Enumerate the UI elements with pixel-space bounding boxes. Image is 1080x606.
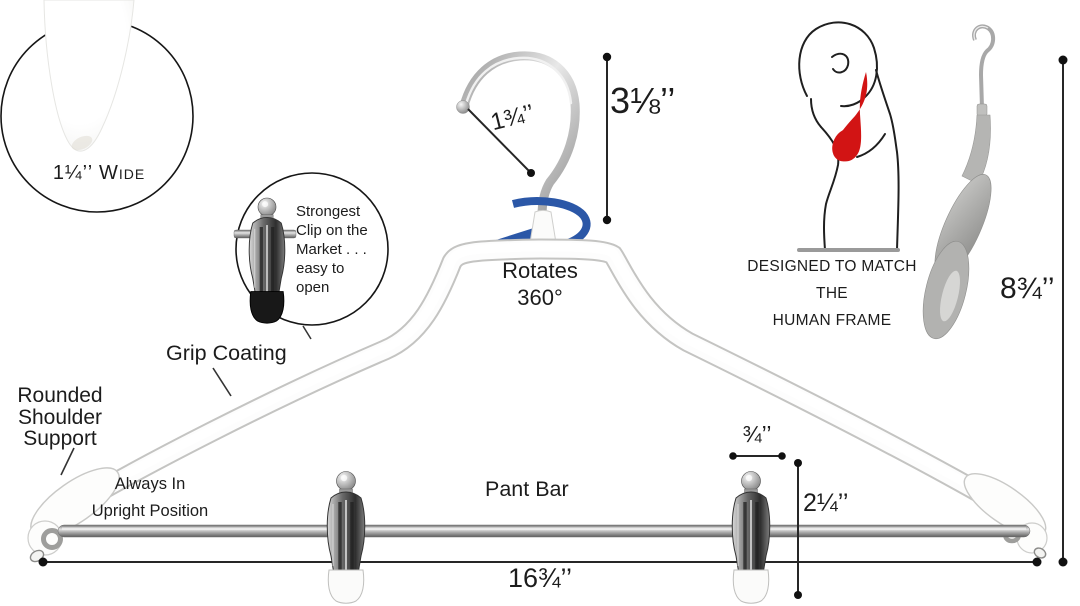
clip-black-tip bbox=[249, 291, 285, 324]
side-view-hanger bbox=[922, 24, 996, 340]
rounded-shoulder-line: Shoulder bbox=[17, 405, 103, 429]
shoulder-width-label: 1¼’’ Wide bbox=[52, 162, 146, 184]
clip-height-measure-line bbox=[794, 459, 802, 599]
hook-tip-ball bbox=[456, 100, 470, 114]
rotates-line: Rotates bbox=[502, 258, 578, 283]
clip-inset-pointer-line bbox=[302, 325, 312, 340]
clip-note-line: easy to bbox=[296, 260, 345, 277]
clip-note-line: Strongest bbox=[296, 203, 361, 220]
human-frame-line: DESIGNED TO MATCH bbox=[747, 258, 917, 275]
human-frame-line: HUMAN FRAME bbox=[772, 312, 892, 329]
shoulder-support-pointer-line bbox=[60, 447, 75, 476]
rotates-line: 360° bbox=[517, 285, 563, 310]
grip-coating-label: Grip Coating bbox=[166, 341, 287, 365]
bar-width-measure-line bbox=[38, 557, 1042, 567]
human-frame-label: DESIGNED TO MATCH THE HUMAN FRAME bbox=[737, 253, 927, 334]
hanger-hook bbox=[456, 51, 580, 221]
rounded-shoulder-line: Support bbox=[23, 427, 97, 450]
right-shoulder-tip bbox=[963, 473, 1048, 559]
left-pant-clip bbox=[325, 469, 367, 604]
human-frame-line: THE bbox=[816, 285, 848, 302]
pant-bar bbox=[57, 524, 1031, 538]
pressure-zone-red-shape bbox=[832, 72, 868, 162]
hanger-height-measure-line bbox=[1058, 55, 1068, 567]
clip-inset bbox=[233, 172, 389, 340]
upright-position-label: Always In Upright Position bbox=[80, 471, 220, 525]
clip-note-line: Market . . . bbox=[296, 241, 367, 258]
grip-coating-pointer-line bbox=[212, 367, 232, 397]
rounded-shoulder-line: Rounded bbox=[17, 384, 103, 407]
rounded-shoulder-label: Rounded Shoulder Support bbox=[2, 385, 118, 450]
human-frame-figure bbox=[797, 21, 900, 252]
bar-width-measurement: 16¾’’ bbox=[507, 563, 573, 593]
clip-note: Strongest Clip on the Market . . . easy … bbox=[296, 202, 390, 297]
upright-line: Upright Position bbox=[91, 502, 209, 520]
shoulder-width-inset bbox=[0, 0, 194, 213]
clip-height-measurement: 2¼’’ bbox=[803, 489, 849, 517]
clip-grip-measurement: ¾’’ bbox=[742, 421, 772, 447]
pant-bar-label: Pant Bar bbox=[485, 477, 569, 501]
rotates-label: Rotates 360° bbox=[465, 257, 615, 311]
clip-note-line: Clip on the bbox=[296, 222, 368, 239]
clip-note-line: open bbox=[296, 279, 330, 296]
hanger-body bbox=[27, 238, 1048, 563]
hanger-height-measurement: 8¾’’ bbox=[1000, 272, 1055, 305]
upright-line: Always In bbox=[114, 475, 186, 493]
hook-height-measure-line bbox=[602, 52, 612, 225]
hook-opening-measure-line bbox=[467, 108, 535, 177]
right-pant-clip bbox=[730, 469, 772, 604]
clip-grip-measure-line bbox=[729, 452, 786, 460]
left-shoulder-tip bbox=[27, 467, 120, 563]
hook-height-measurement: 3⅛’’ bbox=[610, 80, 676, 121]
